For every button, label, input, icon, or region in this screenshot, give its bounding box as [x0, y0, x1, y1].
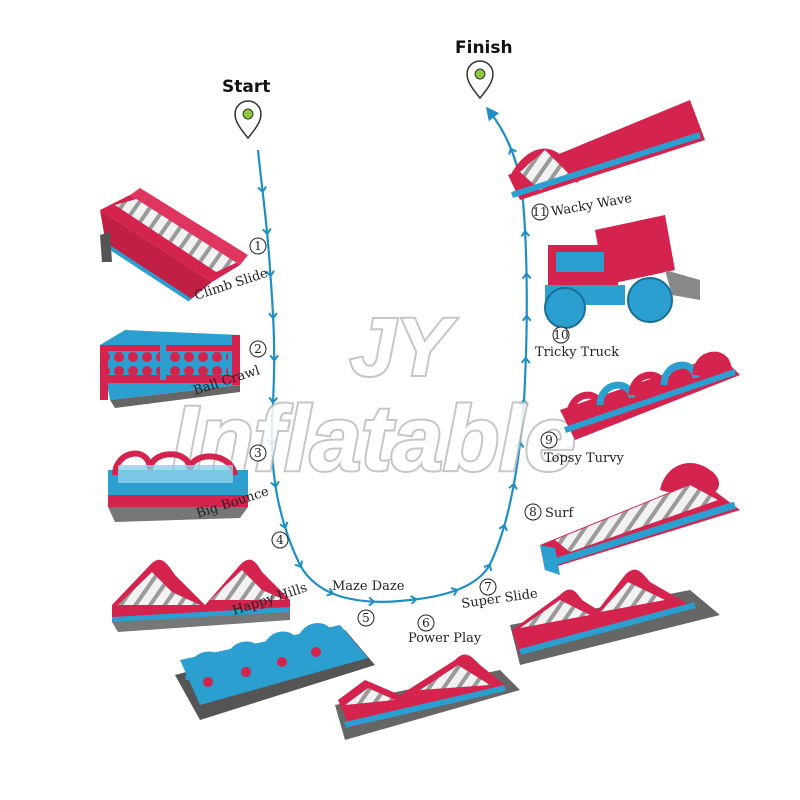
station-6-number: 6: [417, 614, 435, 632]
svg-text:2: 2: [254, 342, 262, 356]
path-arrow-chevron: [268, 396, 279, 405]
station-9-number: 9: [540, 431, 558, 449]
climb-slide-image: [100, 188, 248, 302]
station-2-number: 2: [249, 340, 267, 358]
station-6-label: Power Play: [408, 631, 482, 646]
watermark-jy: JY: [350, 302, 457, 393]
wacky-wave-image: [508, 100, 705, 200]
svg-text:1: 1: [254, 239, 262, 253]
station-10-number: 10: [552, 326, 570, 344]
big-bounce-image: [108, 450, 248, 522]
path-arrow-chevron: [368, 596, 376, 607]
path-arrow-chevron: [410, 595, 418, 605]
power-play-image: [335, 654, 520, 740]
path-arrow-chevron: [265, 270, 275, 278]
path-arrow-chevron: [268, 312, 278, 320]
station-11-number: 11: [531, 203, 549, 221]
tricky-truck-image: [544, 215, 700, 329]
station-5-label: Maze Daze: [332, 579, 405, 594]
station-1-number: 1: [249, 237, 267, 255]
station-7-label: Super Slide: [460, 586, 539, 612]
path-arrow-chevron: [514, 440, 525, 449]
path-arrow-chevron: [520, 356, 531, 364]
path-arrow-chevron: [279, 521, 289, 530]
path-arrow-chevron: [262, 228, 272, 236]
path-arrow-chevron: [294, 560, 303, 569]
happy-hills-image: [111, 559, 291, 632]
finish-label: Finish: [455, 38, 513, 58]
topsy-turvy-image: [560, 351, 740, 440]
path-arrow-chevron: [266, 439, 277, 447]
surf-image: [540, 462, 740, 575]
path-arrow-chevron: [508, 147, 517, 155]
maze-daze-image: [175, 623, 375, 720]
svg-text:3: 3: [254, 446, 262, 460]
path-arrow-chevron: [326, 587, 335, 597]
course-path: [256, 106, 528, 603]
station-8-number: 8: [524, 503, 542, 521]
path-arrow-chevron: [269, 354, 279, 362]
station-11-label: Wacky Wave: [550, 191, 633, 220]
svg-text:6: 6: [422, 616, 430, 630]
station-5-number: 5: [357, 609, 375, 627]
finish-marker: Finish: [455, 38, 513, 100]
path-arrow-chevron: [521, 271, 532, 280]
svg-text:4: 4: [276, 533, 284, 547]
station-8-label: Surf: [545, 506, 574, 521]
path-arrow-chevron: [508, 482, 518, 491]
station-9-label: Topsy Turvy: [544, 451, 625, 466]
path-arrow-chevron: [483, 563, 493, 572]
svg-text:7: 7: [484, 580, 492, 594]
path-arrow-chevron: [498, 523, 508, 532]
path-arrow-chevron: [518, 398, 529, 406]
path-arrow-chevron: [450, 587, 459, 597]
path-arrow-chevron: [270, 480, 280, 489]
finish-pin-icon: [466, 60, 494, 100]
station-4-number: 4: [271, 531, 289, 549]
svg-text:8: 8: [529, 505, 537, 519]
start-pin-icon: [234, 100, 262, 140]
path-arrow-chevron: [521, 314, 532, 322]
svg-text:10: 10: [553, 328, 568, 342]
start-marker: Start: [222, 77, 270, 140]
station-7-number: 7: [479, 578, 497, 596]
start-label: Start: [222, 77, 270, 97]
svg-text:11: 11: [532, 205, 547, 219]
station-3-number: 3: [249, 444, 267, 462]
station-10-label: Tricky Truck: [535, 345, 619, 360]
path-arrow-chevron: [520, 229, 531, 238]
svg-text:9: 9: [545, 433, 553, 447]
svg-text:5: 5: [362, 611, 370, 625]
ball-crawl-image: [100, 330, 240, 408]
path-arrow-chevron: [257, 186, 267, 194]
super-slide-image: [510, 569, 720, 665]
